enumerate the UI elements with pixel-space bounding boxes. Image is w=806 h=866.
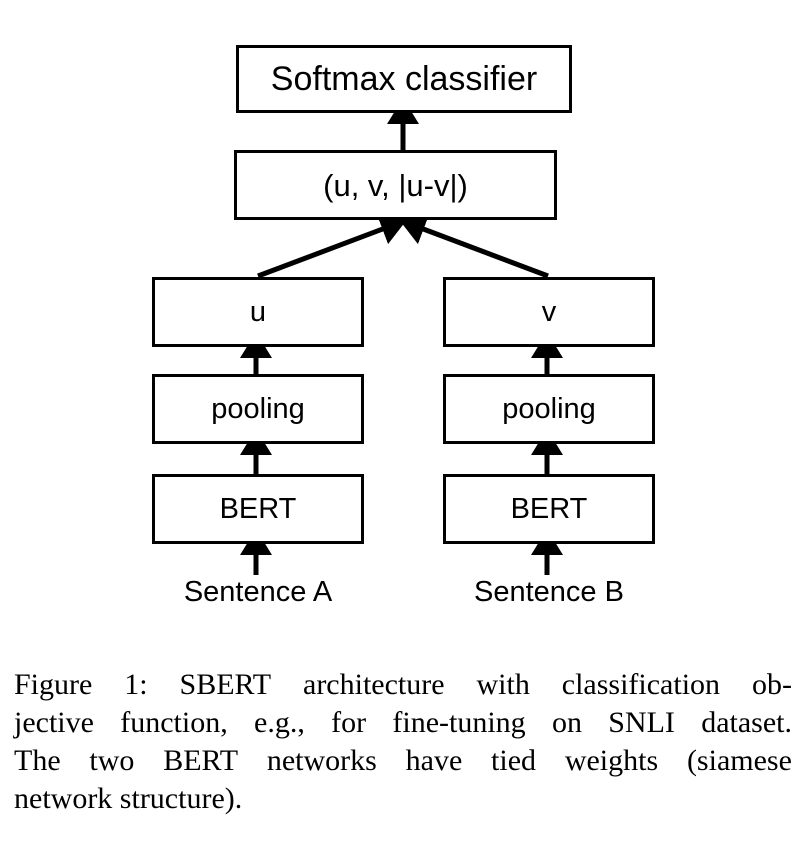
caption-word: networks <box>266 744 377 777</box>
caption-word: dataset. <box>701 706 792 739</box>
caption-word: 1: <box>124 668 148 701</box>
input-label-sentence-b: Sentence B <box>474 576 624 608</box>
caption-word: have <box>405 744 463 777</box>
node-bert-right: BERT <box>443 474 655 544</box>
node-concatenation: (u, v, |u-v|) <box>234 150 557 220</box>
caption-word: architecture <box>303 668 445 701</box>
caption-word: BERT <box>163 744 239 777</box>
caption-word: two <box>89 744 135 777</box>
node-bert-left: BERT <box>152 474 364 544</box>
caption-word: on <box>551 706 582 739</box>
caption-line-4: network structure). <box>14 782 243 815</box>
caption-line-2: jective function, e.g., for fine-tuning on SNL… <box>14 704 792 742</box>
caption-word: SBERT <box>179 668 272 701</box>
caption-word: e.g., <box>254 706 305 739</box>
caption-word: for <box>331 706 367 739</box>
node-softmax-classifier: Softmax classifier <box>236 45 572 113</box>
caption-word: The <box>14 744 61 777</box>
node-bert-left-label: BERT <box>219 492 297 525</box>
caption-line-1: Figure 1: SBERT architecture with classificat… <box>14 666 792 704</box>
caption-word: SNLI <box>608 706 675 739</box>
caption-word: with <box>476 668 530 701</box>
node-pooling-right-label: pooling <box>502 392 596 425</box>
caption-word: fine-tuning <box>392 706 526 739</box>
caption-word: jective <box>14 706 94 739</box>
node-pooling-left-label: pooling <box>211 392 305 425</box>
node-softmax-classifier-label: Softmax classifier <box>270 60 538 98</box>
caption-word: function, <box>120 706 228 739</box>
edge-v-to-concat <box>399 214 549 279</box>
node-embedding-u: u <box>152 277 364 347</box>
node-pooling-right: pooling <box>443 374 655 444</box>
node-embedding-v: v <box>443 277 655 347</box>
caption-word: tied <box>491 744 537 777</box>
figure-caption: Figure 1: SBERT architecture with classificat… <box>14 666 792 818</box>
edge-u-to-concat <box>257 214 407 279</box>
caption-word: Figure <box>14 668 93 701</box>
caption-word: weights <box>564 744 659 777</box>
node-bert-right-label: BERT <box>510 492 588 525</box>
node-concatenation-label: (u, v, |u-v|) <box>323 167 468 203</box>
node-embedding-v-label: v <box>541 295 557 328</box>
node-pooling-left: pooling <box>152 374 364 444</box>
figure-diagram: Softmax classifier (u, v, |u-v|) u v poo… <box>152 45 655 608</box>
caption-word: (siamese <box>686 744 792 777</box>
node-embedding-u-label: u <box>249 295 267 328</box>
caption-word: classification <box>561 668 721 701</box>
input-label-sentence-a: Sentence A <box>183 576 333 608</box>
caption-word: ob- <box>751 668 792 701</box>
